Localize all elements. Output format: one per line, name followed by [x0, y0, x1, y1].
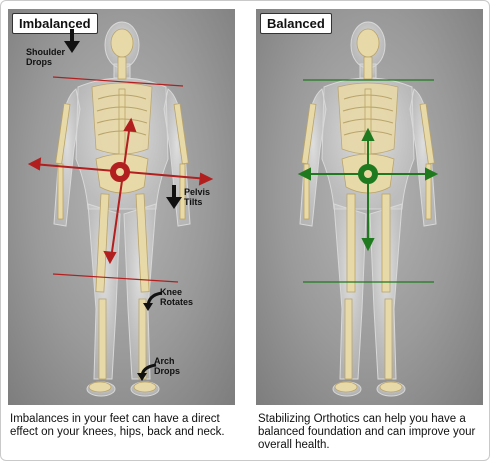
arch-arrow-icon [137, 363, 157, 381]
skeleton-figure-imbalanced [27, 21, 214, 397]
imbalanced-caption: Imbalances in your feet can have a direc… [10, 413, 225, 438]
imbalanced-panel: Imbalanced Shoulder Drops Pelvis Tilts K… [8, 9, 235, 405]
imbalanced-tag: Imbalanced [12, 13, 98, 34]
pelvis-tilts-label: Pelvis Tilts [184, 187, 211, 207]
shoulder-down-arrow-icon [64, 29, 80, 53]
pelvis-down-arrow-icon [166, 185, 182, 209]
shoulder-line [52, 76, 184, 87]
knee-line [52, 273, 179, 283]
knee-arrow-icon [143, 291, 163, 311]
balanced-caption: Stabilizing Orthotics can help you have … [258, 413, 476, 451]
balanced-tag: Balanced [260, 13, 332, 34]
arch-drops-label: Arch Drops [154, 356, 181, 376]
skeleton-figure-balanced [297, 21, 439, 397]
balanced-panel: Balanced [256, 9, 483, 405]
shoulder-drops-label: Shoulder Drops [26, 47, 66, 67]
knee-rotates-label: Knee Rotates [160, 287, 194, 307]
